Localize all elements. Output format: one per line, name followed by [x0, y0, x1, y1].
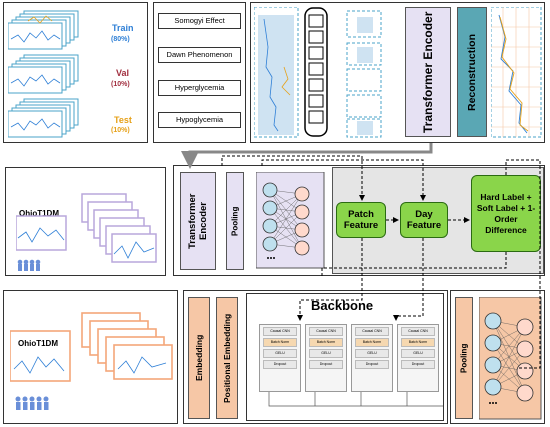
patch-feature-box: Patch Feature	[336, 202, 386, 238]
block-row: GELU	[401, 349, 435, 358]
train-stack-icon	[8, 10, 79, 138]
mid-network-icon	[256, 172, 325, 269]
block-row: GELU	[355, 349, 389, 358]
block-row: Causal CNN	[355, 327, 389, 336]
bottom-network-icon	[479, 297, 542, 420]
split-panel: Train (80%) Val (10%) Test (10%)	[3, 2, 148, 143]
block-row: Dropout	[355, 360, 389, 369]
bottom-model-panel: Embedding Positional Embedding Backbone …	[183, 290, 448, 424]
test-label: Test	[114, 115, 132, 125]
val-percent: (10%)	[111, 81, 130, 88]
mid-transformer-box: Transformer Encoder	[180, 172, 216, 270]
label-loss-box: Hard Label + Soft Label + 1-Order Differ…	[471, 175, 541, 252]
condition-hypoglycemia: Hypoglycemia	[158, 112, 241, 128]
backbone-block-4: Causal CNN Batch Norm GELU Dropout	[397, 324, 439, 392]
mid-dataset-label: OhioT1DM	[19, 209, 59, 218]
block-row: Batch Norm	[355, 338, 389, 347]
mid-stack-icon	[16, 193, 157, 271]
block-row: Batch Norm	[309, 338, 343, 347]
block-row: Batch Norm	[401, 338, 435, 347]
train-percent: (80%)	[111, 36, 130, 43]
bottom-stack-icon	[10, 312, 173, 410]
test-percent: (10%)	[111, 127, 130, 134]
mid-dataset-panel: OhioT1DM	[5, 167, 166, 276]
block-row: Dropout	[401, 360, 435, 369]
block-row: GELU	[309, 349, 343, 358]
bottom-dataset-panel: OhioT1DM	[3, 290, 178, 424]
backbone-block-2: Causal CNN Batch Norm GELU Dropout	[305, 324, 347, 392]
block-row: Batch Norm	[263, 338, 297, 347]
backbone-panel: Backbone Causal CNN Batch Norm GELU Drop…	[246, 293, 444, 421]
mid-pooling-box: Pooling	[226, 172, 244, 270]
reconstruction-box: Reconstruction	[457, 7, 487, 137]
block-row: Dropout	[263, 360, 297, 369]
block-row: GELU	[263, 349, 297, 358]
block-row: Causal CNN	[263, 327, 297, 336]
input-series-icon	[254, 7, 299, 138]
block-row: Causal CNN	[309, 327, 343, 336]
block-row: Causal CNN	[401, 327, 435, 336]
bottom-dataset-label: OhioT1DM	[18, 339, 58, 348]
block-row: Dropout	[309, 360, 343, 369]
reconstructed-series-icon	[491, 7, 542, 138]
pretrain-panel: Transformer Encoder Reconstruction	[250, 2, 545, 143]
backbone-block-3: Causal CNN Batch Norm GELU Dropout	[351, 324, 393, 392]
condition-somogyi: Somogyi Effect	[158, 13, 241, 29]
masked-patches-icon	[346, 10, 382, 138]
bottom-pooling-box: Pooling	[455, 297, 473, 419]
condition-hyperglycemia: Hyperglycemia	[158, 80, 241, 96]
backbone-block-1: Causal CNN Batch Norm GELU Dropout	[259, 324, 301, 392]
patch-strip-icon	[304, 7, 328, 137]
embedding-box: Embedding	[188, 297, 210, 419]
train-label: Train	[112, 23, 134, 33]
pretrain-transformer-box: Transformer Encoder	[405, 7, 451, 137]
backbone-residual-lines	[268, 392, 443, 407]
val-label: Val	[116, 68, 130, 78]
conditions-panel: Somogyi Effect Dawn Phenomenon Hyperglyc…	[153, 2, 246, 143]
positional-embedding-box: Positional Embedding	[216, 297, 238, 419]
bottom-head-panel: Pooling	[450, 290, 545, 424]
day-feature-box: Day Feature	[400, 202, 448, 238]
backbone-title: Backbone	[311, 298, 374, 313]
condition-dawn: Dawn Phenomenon	[158, 47, 241, 63]
